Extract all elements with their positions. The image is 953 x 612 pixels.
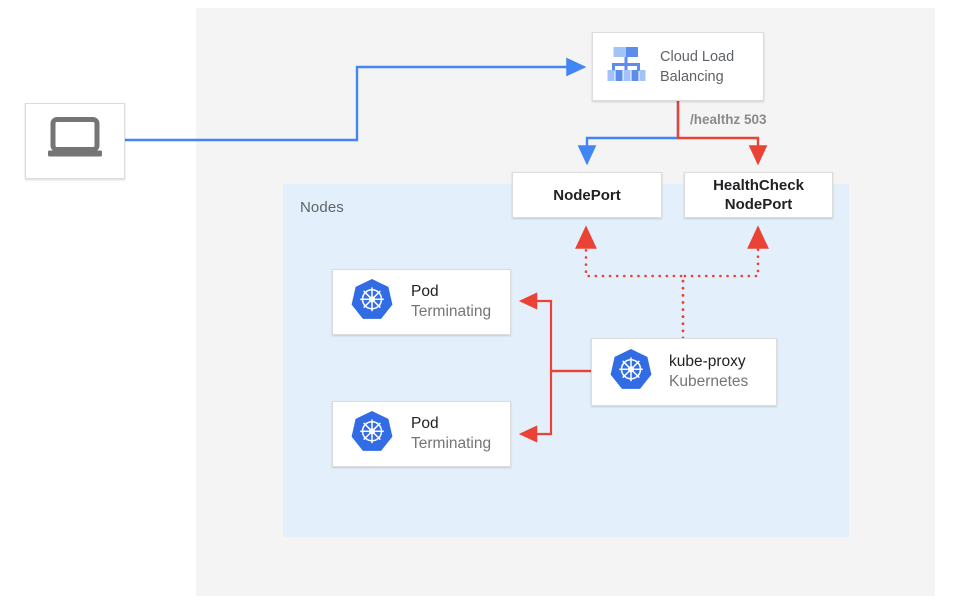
kube-proxy-text: kube-proxy Kubernetes <box>669 352 748 392</box>
nodeport-label: NodePort <box>553 186 621 204</box>
laptop-icon <box>46 117 104 166</box>
pod-card-1-text: Pod Terminating <box>411 282 491 322</box>
pod-title-2: Pod <box>411 415 439 432</box>
healthcheck-nodeport-label-line1: HealthCheck <box>713 177 804 194</box>
nodes-group-label: Nodes <box>300 199 344 216</box>
cloud-load-balancing-label-line1: Cloud Load <box>660 48 735 65</box>
cloud-load-balancing-card: Cloud Load Balancing <box>592 32 764 101</box>
healthcheck-nodeport-card: HealthCheck NodePort <box>684 172 833 218</box>
cloud-load-balancing-icon <box>603 43 649 90</box>
kube-proxy-card: kube-proxy Kubernetes <box>591 338 777 406</box>
cloud-load-balancing-label-line2: Balancing <box>660 68 724 85</box>
pod-status-1: Terminating <box>411 303 492 320</box>
pod-card-1: Pod Terminating <box>332 269 511 335</box>
pod-card-2-text: Pod Terminating <box>411 414 491 454</box>
pod-title-1: Pod <box>411 283 439 300</box>
kube-proxy-title: kube-proxy <box>669 353 746 370</box>
healthcheck-nodeport-label: HealthCheck NodePort <box>713 176 804 214</box>
kubernetes-icon <box>349 277 395 328</box>
kubernetes-icon <box>349 409 395 460</box>
healthz-edge-label: /healthz 503 <box>690 112 767 127</box>
cloud-load-balancing-label: Cloud Load Balancing <box>660 47 734 87</box>
client-laptop-card <box>25 103 125 179</box>
nodeport-card: NodePort <box>512 172 662 218</box>
kube-proxy-subtitle: Kubernetes <box>669 373 749 390</box>
pod-card-2: Pod Terminating <box>332 401 511 467</box>
healthcheck-nodeport-label-line2: NodePort <box>724 196 793 213</box>
kubernetes-icon <box>608 347 654 398</box>
pod-status-2: Terminating <box>411 435 492 452</box>
